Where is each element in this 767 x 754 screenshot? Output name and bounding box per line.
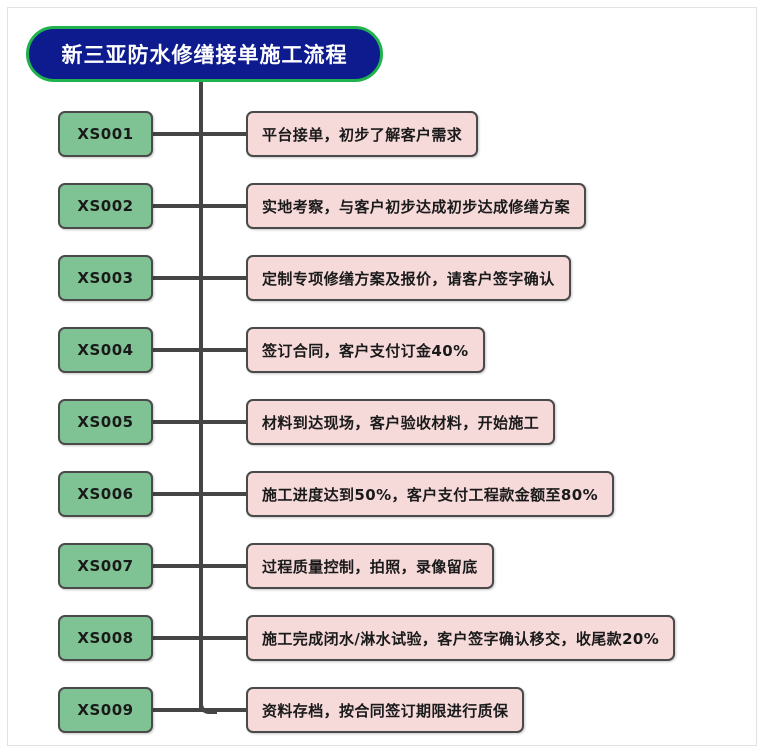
step-code-box[interactable]: XS002 (58, 183, 153, 229)
flowchart-title-node[interactable]: 新三亚防水修缮接单施工流程 (26, 26, 383, 82)
step-code-label: XS009 (77, 701, 134, 719)
step-code-label: XS001 (77, 125, 134, 143)
step-description-box[interactable]: 定制专项修缮方案及报价，请客户签字确认 (246, 255, 571, 301)
step-description-label: 施工完成闭水/淋水试验，客户签字确认移交，收尾款20% (262, 629, 660, 648)
step-description-label: 定制专项修缮方案及报价，请客户签字确认 (262, 269, 555, 288)
step-description-label: 过程质量控制，拍照，录像留底 (262, 557, 478, 576)
step-code-box[interactable]: XS008 (58, 615, 153, 661)
step-description-label: 材料到达现场，客户验收材料，开始施工 (262, 413, 540, 432)
step-code-label: XS002 (77, 197, 134, 215)
step-description-box[interactable]: 签订合同，客户支付订金40% (246, 327, 485, 373)
row-connector-line (153, 492, 253, 496)
step-code-label: XS007 (77, 557, 134, 575)
step-description-box[interactable]: 材料到达现场，客户验收材料，开始施工 (246, 399, 556, 445)
flowchart-canvas: 新三亚防水修缮接单施工流程 XS001 平台接单，初步了解客户需求 XS002 实地考… (7, 7, 757, 746)
step-description-label: 平台接单，初步了解客户需求 (262, 125, 463, 144)
step-description-box[interactable]: 实地考察，与客户初步达成初步达成修缮方案 (246, 183, 587, 229)
step-code-box[interactable]: XS004 (58, 327, 153, 373)
step-code-label: XS008 (77, 629, 134, 647)
step-description-label: 实地考察，与客户初步达成初步达成修缮方案 (262, 197, 571, 216)
step-description-label: 签订合同，客户支付订金40% (262, 341, 469, 360)
step-description-box[interactable]: 资料存档，按合同签订期限进行质保 (246, 687, 525, 733)
step-code-label: XS003 (77, 269, 134, 287)
spine-vertical-line (199, 82, 203, 708)
step-code-box[interactable]: XS001 (58, 111, 153, 157)
step-code-box[interactable]: XS003 (58, 255, 153, 301)
spine-elbow-corner (199, 696, 217, 714)
row-connector-line (153, 132, 253, 136)
step-description-label: 施工进度达到50%，客户支付工程款金额至80% (262, 485, 599, 504)
step-code-label: XS004 (77, 341, 134, 359)
step-description-box[interactable]: 施工完成闭水/淋水试验，客户签字确认移交，收尾款20% (246, 615, 676, 661)
step-code-label: XS005 (77, 413, 134, 431)
step-code-box[interactable]: XS006 (58, 471, 153, 517)
row-connector-line (153, 348, 253, 352)
row-connector-line (153, 564, 253, 568)
step-description-box[interactable]: 平台接单，初步了解客户需求 (246, 111, 479, 157)
row-connector-line (153, 420, 253, 424)
step-code-label: XS006 (77, 485, 134, 503)
step-code-box[interactable]: XS007 (58, 543, 153, 589)
step-description-box[interactable]: 施工进度达到50%，客户支付工程款金额至80% (246, 471, 615, 517)
step-code-box[interactable]: XS009 (58, 687, 153, 733)
row-connector-line (153, 276, 253, 280)
step-description-box[interactable]: 过程质量控制，拍照，录像留底 (246, 543, 494, 589)
row-connector-line (153, 636, 253, 640)
step-description-label: 资料存档，按合同签订期限进行质保 (262, 701, 509, 720)
step-code-box[interactable]: XS005 (58, 399, 153, 445)
row-connector-line (153, 204, 253, 208)
row-connector-line (153, 708, 253, 712)
page-title: 新三亚防水修缮接单施工流程 (61, 43, 348, 67)
